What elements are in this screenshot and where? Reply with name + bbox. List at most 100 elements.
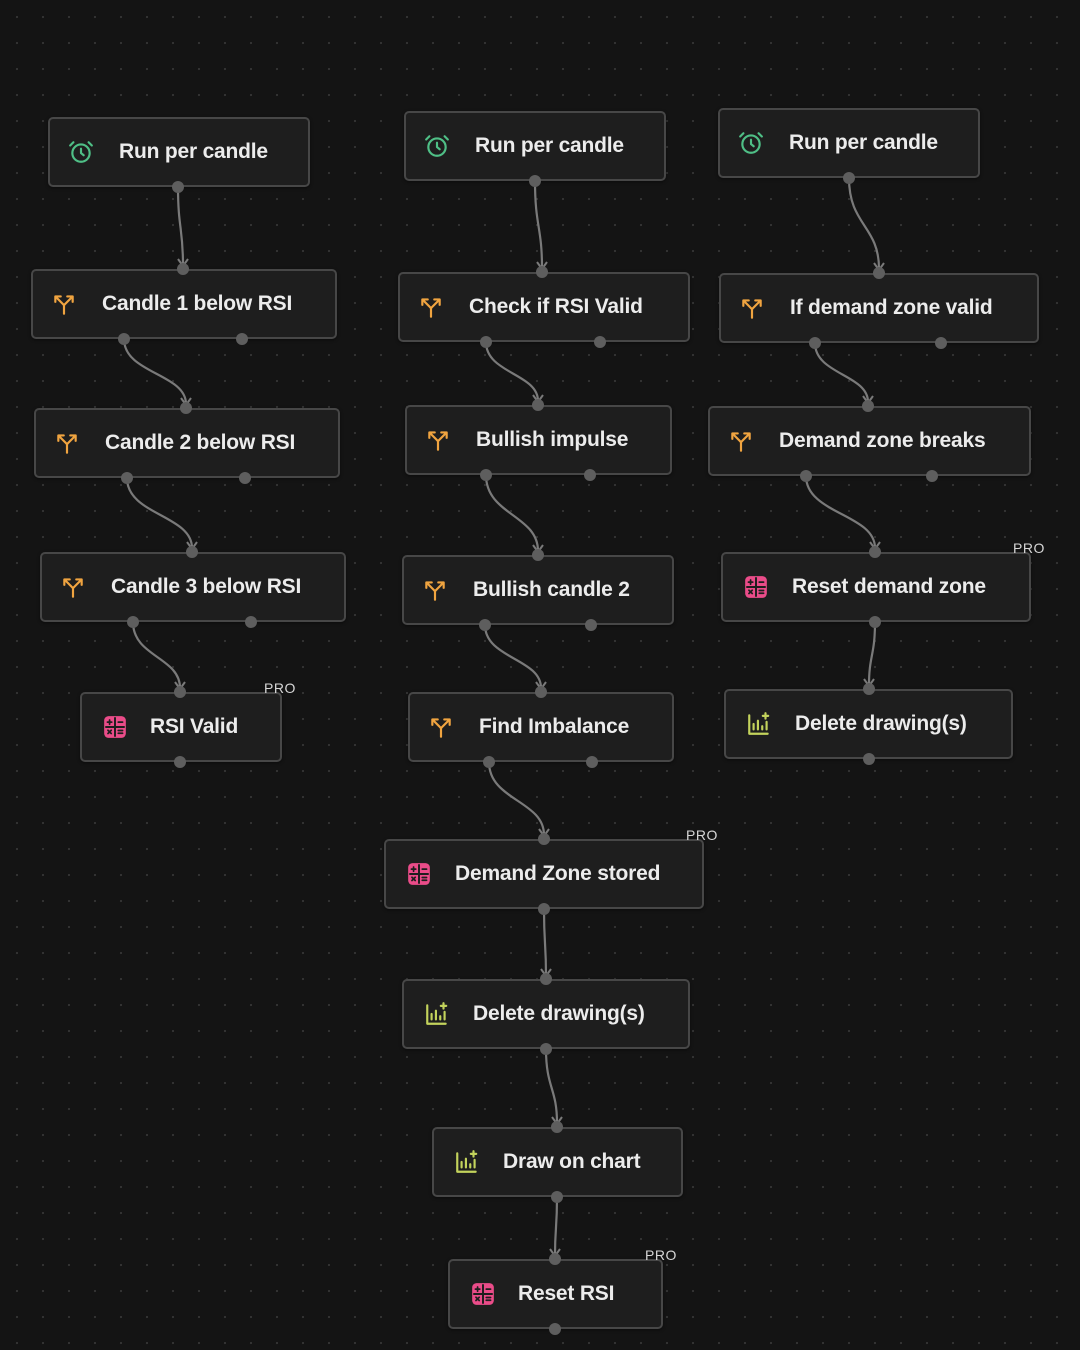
node-condition[interactable]: Candle 1 below RSI <box>31 269 337 339</box>
connection-edge[interactable] <box>533 180 544 269</box>
node-label: Run per candle <box>475 134 624 157</box>
split-branch-icon <box>54 430 80 456</box>
output-port[interactable] <box>483 756 495 768</box>
connection-edge[interactable] <box>542 908 548 976</box>
output-port[interactable] <box>549 1323 561 1335</box>
connection-edge[interactable] <box>487 761 546 836</box>
split-branch-icon <box>418 294 444 320</box>
output-port[interactable] <box>551 1191 563 1203</box>
connection-edge[interactable] <box>484 341 540 402</box>
output-port-false[interactable] <box>926 470 938 482</box>
node-condition[interactable]: Demand zone breaks <box>708 406 1031 476</box>
input-port[interactable] <box>186 546 198 558</box>
output-port-false[interactable] <box>594 336 606 348</box>
node-condition[interactable]: Check if RSI Valid <box>398 272 690 342</box>
input-port[interactable] <box>538 833 550 845</box>
node-draw[interactable]: Delete drawing(s) <box>402 979 690 1049</box>
output-port-false[interactable] <box>584 469 596 481</box>
input-port[interactable] <box>549 1253 561 1265</box>
node-condition[interactable]: Candle 3 below RSI <box>40 552 346 622</box>
input-port[interactable] <box>535 686 547 698</box>
node-action[interactable]: RSI Valid <box>80 692 282 762</box>
output-port[interactable] <box>118 333 130 345</box>
output-port-false[interactable] <box>935 337 947 349</box>
connection-edge[interactable] <box>131 621 182 689</box>
node-action[interactable]: Reset RSI <box>448 1259 663 1329</box>
chart-add-icon <box>424 1001 450 1027</box>
input-port[interactable] <box>540 973 552 985</box>
output-port[interactable] <box>529 175 541 187</box>
node-label: Reset demand zone <box>792 575 986 598</box>
connection-edge[interactable] <box>176 186 185 266</box>
input-port[interactable] <box>180 402 192 414</box>
pro-badge: PRO <box>686 827 718 843</box>
output-port-false[interactable] <box>239 472 251 484</box>
split-branch-icon <box>425 427 451 453</box>
node-condition[interactable]: Candle 2 below RSI <box>34 408 340 478</box>
input-port[interactable] <box>174 686 186 698</box>
output-port[interactable] <box>480 336 492 348</box>
output-port-false[interactable] <box>586 756 598 768</box>
node-label: RSI Valid <box>150 715 239 738</box>
output-port[interactable] <box>863 753 875 765</box>
output-port[interactable] <box>480 469 492 481</box>
output-port[interactable] <box>869 616 881 628</box>
split-branch-icon <box>428 714 454 740</box>
node-draw[interactable]: Draw on chart <box>432 1127 683 1197</box>
split-branch-icon <box>739 295 765 321</box>
node-condition[interactable]: Bullish candle 2 <box>402 555 674 625</box>
output-port[interactable] <box>809 337 821 349</box>
node-label: Run per candle <box>119 140 268 163</box>
pro-badge: PRO <box>645 1247 677 1263</box>
connection-edge[interactable] <box>553 1196 559 1256</box>
input-port[interactable] <box>862 400 874 412</box>
connection-edge[interactable] <box>544 1048 559 1124</box>
output-port[interactable] <box>800 470 812 482</box>
input-port[interactable] <box>869 546 881 558</box>
node-trigger[interactable]: Run per candle <box>404 111 666 181</box>
output-port[interactable] <box>174 756 186 768</box>
connection-edge[interactable] <box>483 624 543 689</box>
calculator-icon <box>743 574 769 600</box>
input-port[interactable] <box>551 1121 563 1133</box>
input-port[interactable] <box>536 266 548 278</box>
node-trigger[interactable]: Run per candle <box>48 117 310 187</box>
node-condition[interactable]: Find Imbalance <box>408 692 674 762</box>
node-action[interactable]: Reset demand zone <box>721 552 1031 622</box>
output-port[interactable] <box>172 181 184 193</box>
output-port[interactable] <box>479 619 491 631</box>
output-port-false[interactable] <box>585 619 597 631</box>
pro-badge: PRO <box>264 680 296 696</box>
input-port[interactable] <box>873 267 885 279</box>
chart-add-icon <box>746 711 772 737</box>
connection-edge[interactable] <box>813 342 870 403</box>
input-port[interactable] <box>177 263 189 275</box>
input-port[interactable] <box>863 683 875 695</box>
input-port[interactable] <box>532 399 544 411</box>
node-condition[interactable]: Bullish impulse <box>405 405 672 475</box>
output-port[interactable] <box>538 903 550 915</box>
node-trigger[interactable]: Run per candle <box>718 108 980 178</box>
connection-edge[interactable] <box>867 621 877 686</box>
output-port[interactable] <box>843 172 855 184</box>
node-draw[interactable]: Delete drawing(s) <box>724 689 1013 759</box>
connection-edge[interactable] <box>804 475 877 549</box>
input-port[interactable] <box>532 549 544 561</box>
connection-edge[interactable] <box>122 338 188 405</box>
node-label: Run per candle <box>789 131 938 154</box>
output-port-false[interactable] <box>245 616 257 628</box>
output-port[interactable] <box>540 1043 552 1055</box>
calculator-icon <box>102 714 128 740</box>
output-port-false[interactable] <box>236 333 248 345</box>
alarm-clock-icon <box>738 130 764 156</box>
node-condition[interactable]: If demand zone valid <box>719 273 1039 343</box>
alarm-clock-icon <box>424 133 450 159</box>
connection-edge[interactable] <box>125 477 194 549</box>
output-port[interactable] <box>121 472 133 484</box>
connection-edge[interactable] <box>484 474 540 552</box>
connection-edge[interactable] <box>847 177 881 270</box>
node-action[interactable]: Demand Zone stored <box>384 839 704 909</box>
output-port[interactable] <box>127 616 139 628</box>
